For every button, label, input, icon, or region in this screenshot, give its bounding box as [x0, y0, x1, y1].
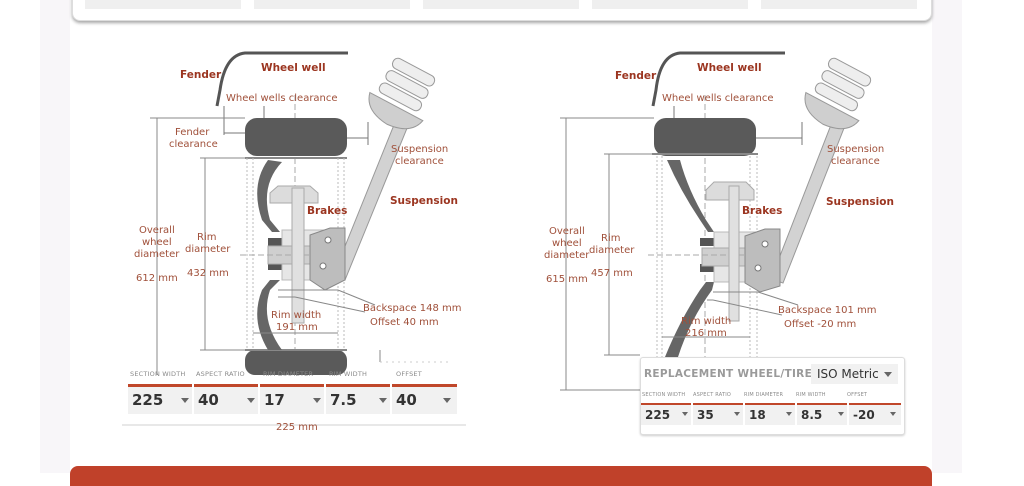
- section-width-select[interactable]: 225: [128, 384, 192, 414]
- chevron-down-icon: [379, 398, 387, 403]
- top-cell[interactable]: [254, 0, 410, 9]
- brakes-label: Brakes: [307, 205, 348, 217]
- knuckle: [744, 228, 781, 293]
- rim-diameter-label-1: Rim: [197, 232, 217, 243]
- chevron-down-icon: [682, 412, 688, 416]
- overall-diameter-label-1: Overall: [549, 226, 585, 237]
- top-cell[interactable]: [761, 0, 917, 9]
- aspect-ratio-select[interactable]: 40: [194, 384, 258, 414]
- section-width-value: 225 mm: [276, 422, 318, 433]
- original-wheel-diagram: [150, 51, 450, 375]
- rim-diameter-label-2: diameter: [185, 244, 231, 255]
- rim-spoke-top: [257, 160, 282, 232]
- spring: [804, 57, 872, 130]
- header-rim-width: RIM WIDTH: [329, 370, 368, 378]
- overall-diameter-label-3: diameter: [544, 250, 590, 261]
- overall-diameter-value: 612 mm: [136, 273, 178, 284]
- header-aspect-ratio: ASPECT RATIO: [693, 392, 732, 398]
- top-cell[interactable]: [423, 0, 579, 9]
- chevron-down-icon: [181, 398, 189, 403]
- knuckle: [309, 227, 346, 291]
- fender-shape: [651, 51, 785, 107]
- chevron-down-icon: [890, 412, 896, 416]
- header-rim-width: RIM WIDTH: [796, 392, 826, 398]
- brake-rotor: [291, 187, 305, 324]
- divider: [122, 424, 466, 426]
- chevron-down-icon: [313, 398, 321, 403]
- standard-select[interactable]: ISO Metric: [811, 364, 898, 384]
- backspace-label: Backspace 101 mm: [778, 305, 877, 316]
- header-offset: OFFSET: [847, 392, 868, 398]
- rim-diameter-label-1: Rim: [601, 233, 621, 244]
- chevron-down-icon: [443, 398, 451, 403]
- replacement-selector-row: 225 35 18 8.5 -20: [641, 403, 903, 425]
- panel-title: REPLACEMENT WHEEL/TIRE: [644, 368, 813, 380]
- overall-diameter-label-1: Overall: [139, 225, 175, 236]
- brakes-label: Brakes: [742, 205, 783, 217]
- header-section-width: SECTION WIDTH: [130, 370, 186, 378]
- suspension-clearance-label-2: clearance: [831, 156, 880, 167]
- tire-top: [654, 118, 756, 156]
- rim-diameter-select[interactable]: 18: [745, 403, 795, 425]
- rim-diameter-select[interactable]: 17: [260, 384, 324, 414]
- original-selector-row: 225 40 17 7.5 40: [128, 384, 459, 414]
- suspension-clearance-label-1: Suspension: [391, 144, 449, 155]
- header-aspect-ratio: ASPECT RATIO: [196, 370, 245, 378]
- aspect-ratio-select[interactable]: 35: [693, 403, 743, 425]
- chevron-down-icon: [786, 412, 792, 416]
- wheel-wells-clearance-label: Wheel wells clearance: [662, 93, 774, 104]
- rim-width-value: 191 mm: [276, 322, 318, 333]
- fender-label: Fender: [180, 69, 222, 81]
- rim-diameter-value: 432 mm: [187, 268, 229, 279]
- offset-select[interactable]: 40: [392, 384, 457, 414]
- spring: [368, 57, 436, 130]
- fender-clearance-label-2: clearance: [169, 139, 218, 150]
- rim-diameter-label-2: diameter: [589, 245, 635, 256]
- suspension-label: Suspension: [826, 196, 894, 208]
- header-section-width: SECTION WIDTH: [642, 392, 686, 398]
- wheel-wells-clearance-label: Wheel wells clearance: [226, 93, 338, 104]
- overall-diameter-label-2: wheel: [552, 238, 582, 249]
- backspace-label: Backspace 148 mm: [363, 303, 462, 314]
- tire-top: [245, 118, 347, 156]
- offset-label: Offset -20 mm: [784, 319, 857, 330]
- wheel-well-label: Wheel well: [697, 62, 762, 74]
- top-cell[interactable]: [592, 0, 748, 9]
- header-rim-diameter: RIM DIAMETER: [744, 392, 784, 398]
- overall-diameter-label-3: diameter: [134, 249, 180, 260]
- fender-shape: [215, 51, 348, 107]
- offset-label: Offset 40 mm: [370, 317, 439, 328]
- rim-diameter-value: 457 mm: [591, 268, 633, 279]
- chevron-down-icon: [734, 412, 740, 416]
- top-size-card: [72, 0, 932, 21]
- bottom-action-bar[interactable]: [70, 466, 932, 486]
- offset-select[interactable]: -20: [849, 403, 901, 425]
- suspension-clearance-label-2: clearance: [395, 156, 444, 167]
- rim-width-label-1: Rim width: [271, 310, 322, 321]
- rim-width-select[interactable]: 8.5: [797, 403, 847, 425]
- brake-rotor: [728, 185, 740, 322]
- replacement-wheel-panel: REPLACEMENT WHEEL/TIRE ISO Metric SECTIO…: [640, 357, 905, 435]
- rim-width-value: 216 mm: [685, 328, 727, 339]
- section-width-select[interactable]: 225: [641, 403, 691, 425]
- fender-clearance-label-1: Fender: [175, 127, 210, 138]
- top-cell[interactable]: [85, 0, 241, 9]
- tire-bottom: [245, 350, 347, 375]
- wheel-well-label: Wheel well: [261, 62, 326, 74]
- chevron-down-icon: [884, 372, 892, 377]
- rim-spoke-top: [667, 160, 714, 232]
- rim-width-select[interactable]: 7.5: [326, 384, 390, 414]
- header-offset: OFFSET: [396, 370, 422, 378]
- header-rim-diameter: RIM DIAMETER: [263, 370, 314, 378]
- rim-spoke-bottom: [665, 282, 714, 357]
- rim-width-label-1: Rim width: [681, 316, 732, 327]
- suspension-clearance-label-1: Suspension: [827, 144, 885, 155]
- suspension-label: Suspension: [390, 195, 458, 207]
- fender-label: Fender: [615, 70, 657, 82]
- overall-diameter-value: 615 mm: [546, 274, 588, 285]
- chevron-down-icon: [838, 412, 844, 416]
- replacement-wheel-diagram: [560, 51, 872, 391]
- chevron-down-icon: [247, 398, 255, 403]
- overall-diameter-label-2: wheel: [142, 237, 172, 248]
